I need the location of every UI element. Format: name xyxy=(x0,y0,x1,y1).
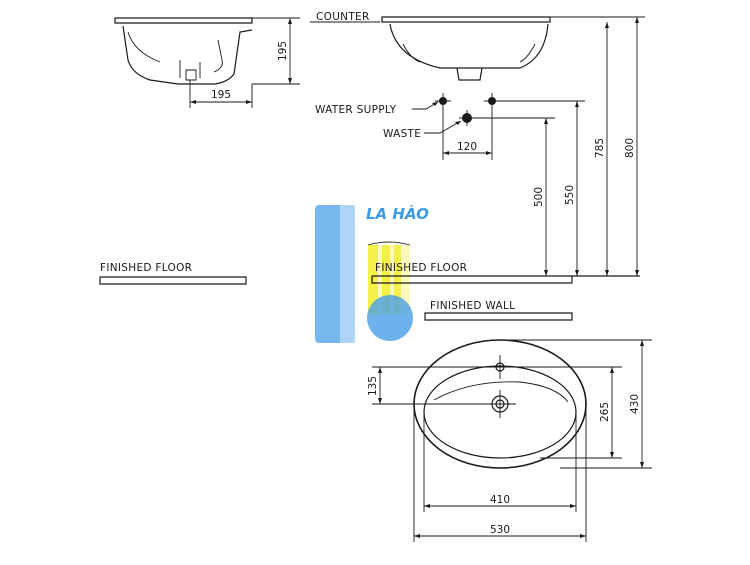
label-water-supply: WATER SUPPLY xyxy=(315,104,397,116)
label-finished-floor-left: FINISHED FLOOR xyxy=(100,262,192,274)
watermark-logo: LA HÀO xyxy=(315,204,429,343)
front-elevation-view: COUNTER WATER SUPPLY WASTE 120 500 xyxy=(310,11,645,284)
dim-bowl-depth: 265 xyxy=(599,402,611,422)
finished-floor-right-line xyxy=(371,275,640,284)
label-counter: COUNTER xyxy=(316,11,370,23)
front-bowl-outline xyxy=(389,23,549,69)
dim-tap-offset: 135 xyxy=(367,376,379,396)
side-counter-slab xyxy=(114,17,253,24)
plan-view: FINISHED WALL 135 265 430 410 xyxy=(367,300,652,542)
label-waste: WASTE xyxy=(383,128,421,140)
side-bowl-outline xyxy=(122,25,253,85)
leader-waste xyxy=(424,120,462,134)
logo-yellow-stripes xyxy=(368,245,401,315)
dim-overall-width: 530 xyxy=(490,524,510,536)
finished-floor-left-slab xyxy=(99,276,247,285)
dim-total-height: 800 xyxy=(624,138,636,158)
dim-waste-height: 500 xyxy=(533,187,545,207)
water-supply-connections xyxy=(435,93,500,109)
dim-supply-spacing: 120 xyxy=(457,141,477,153)
logo-light-blue-bar xyxy=(340,205,355,343)
dim-supply-height: 550 xyxy=(564,185,576,205)
dim-side-height: 195 xyxy=(277,41,289,61)
dim-overall-depth: 430 xyxy=(629,394,641,414)
label-finished-floor-right: FINISHED FLOOR xyxy=(375,262,467,274)
side-section-view: 195 195 xyxy=(114,17,300,108)
label-finished-wall: FINISHED WALL xyxy=(430,300,515,312)
dim-side-width: 195 xyxy=(211,89,231,101)
watermark-text: LA HÀO xyxy=(366,204,429,223)
dim-bowl-width: 410 xyxy=(490,494,510,506)
front-drain xyxy=(456,67,483,81)
finished-floor-left: FINISHED FLOOR xyxy=(99,262,247,285)
counter-slab xyxy=(381,16,551,23)
finished-wall-slab xyxy=(424,312,573,321)
logo-blue-circle xyxy=(367,295,413,341)
dim-counter-height: 785 xyxy=(594,138,606,158)
